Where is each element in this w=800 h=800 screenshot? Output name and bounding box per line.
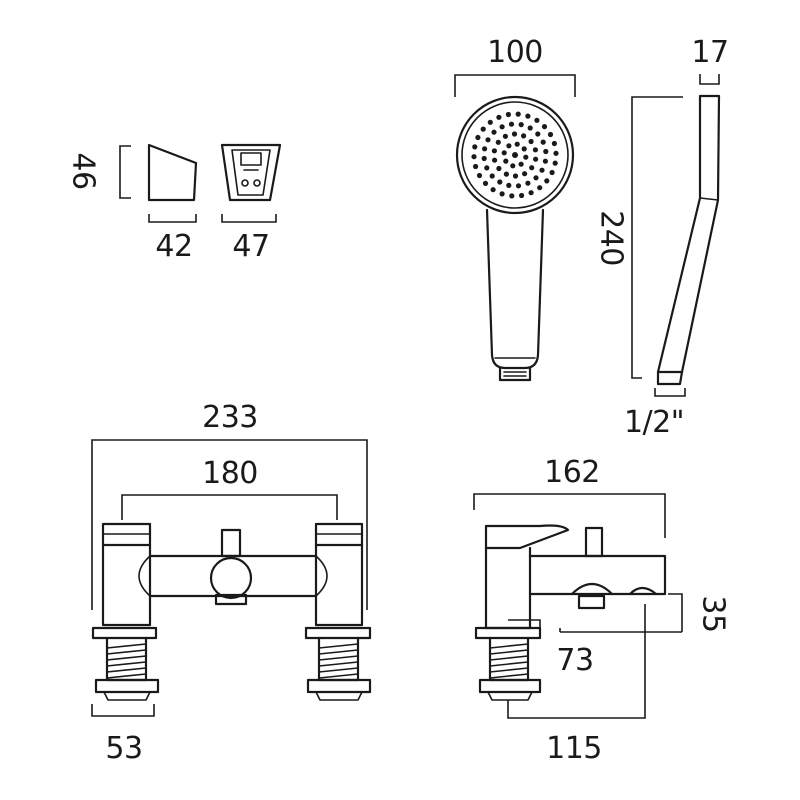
dim-mixer-overall-width: 233 xyxy=(202,400,258,435)
dim-spout-outlet-offset: 73 xyxy=(556,643,593,678)
dim-mixer-centres: 180 xyxy=(202,456,258,491)
bath-mixer-front xyxy=(91,439,372,717)
dim-handset-length: 240 xyxy=(594,210,629,266)
dim-spout-height: 35 xyxy=(696,595,731,632)
thread-lines xyxy=(106,643,529,679)
bracket-front-view xyxy=(220,143,282,202)
spray-nozzles xyxy=(471,111,559,199)
dim-spout-projection: 115 xyxy=(546,731,602,766)
dim-mixer-tail-width: 53 xyxy=(105,731,142,766)
mixer-tail-right xyxy=(306,636,372,701)
dim-mixer-side-depth: 162 xyxy=(544,455,600,490)
dim-bracket-side-width: 42 xyxy=(155,229,192,264)
bracket-side-view xyxy=(147,143,198,202)
dim-handset-thread: 1/2" xyxy=(624,405,684,440)
mixer-tail-left xyxy=(94,636,160,701)
shower-handset-side xyxy=(631,74,721,397)
shower-bracket xyxy=(119,143,282,223)
dim-handset-head-width: 100 xyxy=(487,35,543,70)
bath-mixer-side xyxy=(473,493,683,719)
dim-bracket-height: 46 xyxy=(66,152,101,189)
dim-bracket-front-width: 47 xyxy=(232,229,269,264)
dim-handset-depth: 17 xyxy=(691,35,728,70)
shower-handset-front xyxy=(454,74,576,382)
